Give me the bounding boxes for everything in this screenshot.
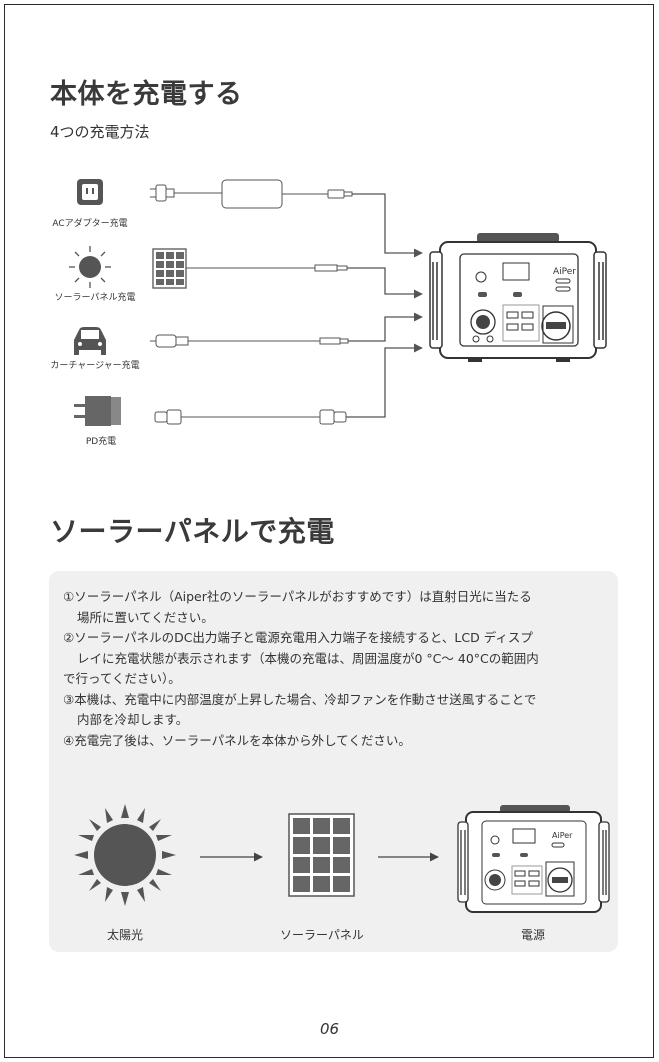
sun-icon <box>69 246 111 288</box>
brand-logo-text: AiPer <box>553 267 576 277</box>
car-icon <box>74 327 106 355</box>
step-item: ④充電完了後は、ソーラーパネルを本体から外してください。 <box>63 732 411 748</box>
flow-label-power: 電源 <box>520 928 545 942</box>
method-label-pd: PD充電 <box>86 435 116 447</box>
instruction-steps: ①ソーラーパネル（Aiper社のソーラーパネルがおすすめです）は直射日光に当たる… <box>63 587 608 751</box>
method-label-car: カーチャージャー充電 <box>50 359 139 371</box>
ac-adapter-cable <box>150 179 353 209</box>
power-station-illustration: AiPer <box>429 233 607 362</box>
step-item: ②ソーラーパネルのDC出力端子と電源充電用入力端子を接続すると、LCD ディスプ… <box>63 630 539 686</box>
car-charger-cable <box>150 334 349 348</box>
flow-label-solar-panel: ソーラーパネル <box>280 928 364 942</box>
page-number: 06 <box>319 1020 340 1038</box>
step-item: ①ソーラーパネル（Aiper社のソーラーパネルがおすすめです）は直射日光に当たる… <box>63 589 532 625</box>
usb-pd-charger-icon <box>74 396 121 426</box>
ac-outlet-icon <box>77 179 103 205</box>
charging-methods-diagram: ACアダプター充電 ソーラーパネル充電 <box>50 179 607 447</box>
solar-panel-small <box>152 248 348 289</box>
method-label-solar: ソーラーパネル充電 <box>55 291 136 303</box>
flow-label-sunlight: 太陽光 <box>106 928 143 942</box>
method-label-ac: ACアダプター充電 <box>52 217 127 229</box>
step-item: ③本機は、充電中に内部温度が上昇した場合、冷却ファンを作動させ送風することで 内… <box>63 691 537 728</box>
page-frame <box>4 4 654 1058</box>
section-subtitle: 4つの充電方法 <box>50 123 150 141</box>
usb-c-cable <box>154 409 347 425</box>
solar-section-heading: ソーラーパネルで充電 <box>50 515 335 548</box>
section-heading: 本体を充電する <box>50 79 243 110</box>
